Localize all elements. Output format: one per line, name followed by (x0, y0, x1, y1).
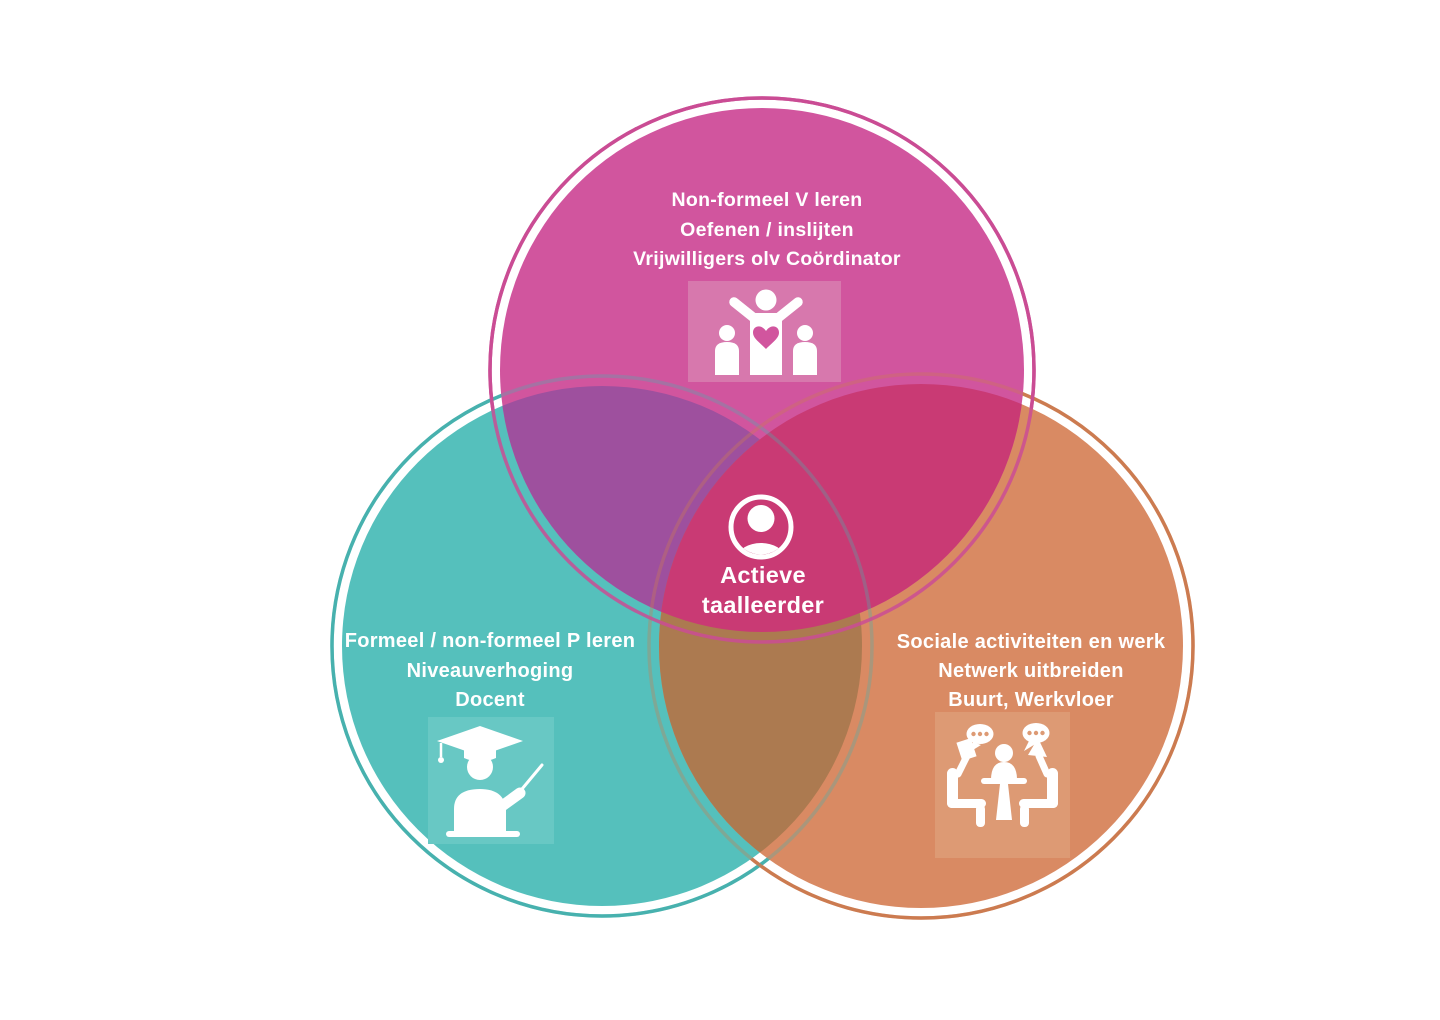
user-icon (728, 494, 794, 560)
user-icon-head (747, 505, 775, 532)
meeting-icon-glyph (947, 723, 1058, 827)
teacher-icon (428, 717, 554, 844)
center-label-line-1: Actieve (720, 562, 806, 588)
left-circle-label-line-3: Docent (455, 689, 525, 711)
top-circle-labels: Non-formeel V leren Oefenen / inslijten … (633, 189, 901, 270)
right-circle-label-line-3: Buurt, Werkvloer (948, 689, 1114, 711)
right-circle-label-line-2: Netwerk uitbreiden (938, 660, 1123, 682)
top-circle-label-line-3: Vrijwilligers olv Coördinator (633, 248, 901, 270)
left-circle-labels: Formeel / non-formeel P leren Niveauverh… (345, 630, 636, 711)
speech-bubble-dots-right (1027, 730, 1045, 736)
top-circle-label-line-1: Non-formeel V leren (672, 189, 863, 211)
right-circle-labels: Sociale activiteiten en werk Netwerk uit… (897, 631, 1166, 711)
heart-icon (753, 326, 779, 349)
meeting-icon (935, 712, 1070, 858)
center-labels: Actieve taalleerder (702, 562, 824, 618)
community-heart-icon (688, 281, 841, 382)
teacher-icon-glyph (437, 726, 544, 837)
community-icon-glyph (715, 289, 817, 375)
left-circle-label-line-1: Formeel / non-formeel P leren (345, 630, 636, 652)
center-label-line-2: taalleerder (702, 592, 824, 618)
outer-rings-overlay (330, 96, 1195, 920)
speech-bubble-dots-left (971, 731, 989, 737)
right-circle-ring-overlay (647, 372, 1195, 920)
user-icon-ring (728, 494, 794, 560)
top-circle-ring-overlay (488, 96, 1036, 644)
left-circle-ring-overlay (330, 374, 874, 918)
top-circle-label-line-2: Oefenen / inslijten (680, 219, 854, 241)
right-circle-label-line-1: Sociale activiteiten en werk (897, 631, 1166, 653)
user-icon-shoulders (738, 543, 784, 555)
left-circle-label-line-2: Niveauverhoging (407, 660, 574, 682)
